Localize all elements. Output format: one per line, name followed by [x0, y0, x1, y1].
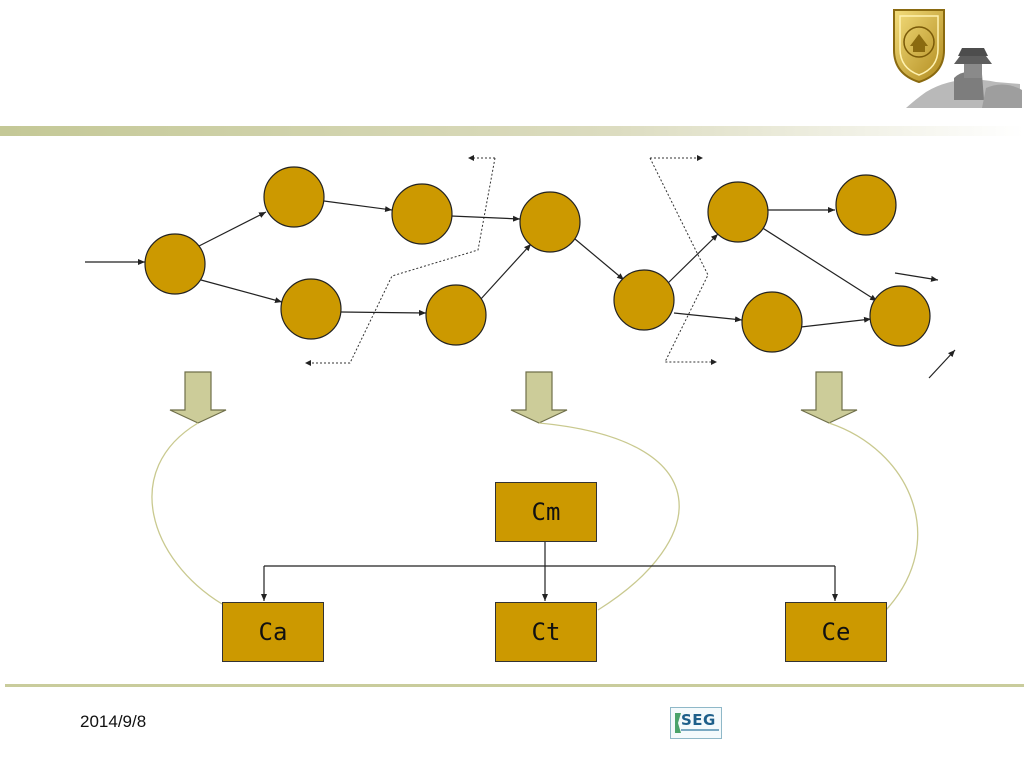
box-cm: Cm [495, 482, 597, 542]
dotted-arrowheads [305, 155, 717, 366]
edge [760, 226, 878, 302]
edge [800, 316, 872, 328]
edge [574, 238, 625, 281]
down-arrow [169, 371, 227, 424]
header-band [0, 126, 1024, 136]
node [835, 174, 897, 236]
tree-connectors [264, 542, 835, 567]
node [425, 284, 487, 346]
tree-arrows [261, 566, 838, 601]
edge [200, 279, 283, 304]
node [613, 269, 675, 331]
node [144, 233, 206, 295]
curve-middle [538, 422, 680, 611]
node [280, 278, 342, 340]
down-arrow [510, 371, 568, 424]
edge [340, 309, 427, 316]
curves [151, 422, 919, 611]
nodes [144, 166, 931, 353]
edge [664, 233, 719, 287]
box-ct: Ct [495, 602, 597, 662]
seg-logo-text: SEG [681, 711, 716, 729]
down-arrows [169, 371, 858, 424]
curve-left [151, 422, 223, 605]
box-ce: Ce [785, 602, 887, 662]
seg-logo-icon: SEG [670, 707, 722, 739]
edge [323, 200, 393, 213]
node [263, 166, 325, 228]
box-ca: Ca [222, 602, 324, 662]
seg-logo-underline [681, 729, 719, 731]
node [869, 285, 931, 347]
pagoda-icon [906, 48, 1022, 108]
right-boundary-line [649, 157, 712, 363]
footer-rule [5, 684, 1024, 687]
edge [894, 272, 939, 282]
seg-mark-icon [675, 713, 681, 733]
edge [479, 243, 532, 301]
node [707, 181, 769, 243]
node [519, 191, 581, 253]
curve-right [828, 422, 919, 611]
node [391, 183, 453, 245]
left-boundary-line [310, 157, 496, 364]
down-arrow [800, 371, 858, 424]
edge [673, 312, 743, 323]
node-edges [85, 200, 956, 379]
university-crest-icon [893, 9, 1022, 108]
footer-date: 2014/9/8 [80, 712, 147, 731]
edge [928, 349, 956, 379]
edge [450, 215, 521, 222]
edge [198, 211, 267, 247]
node [741, 291, 803, 353]
dotted-boundaries [310, 157, 712, 364]
